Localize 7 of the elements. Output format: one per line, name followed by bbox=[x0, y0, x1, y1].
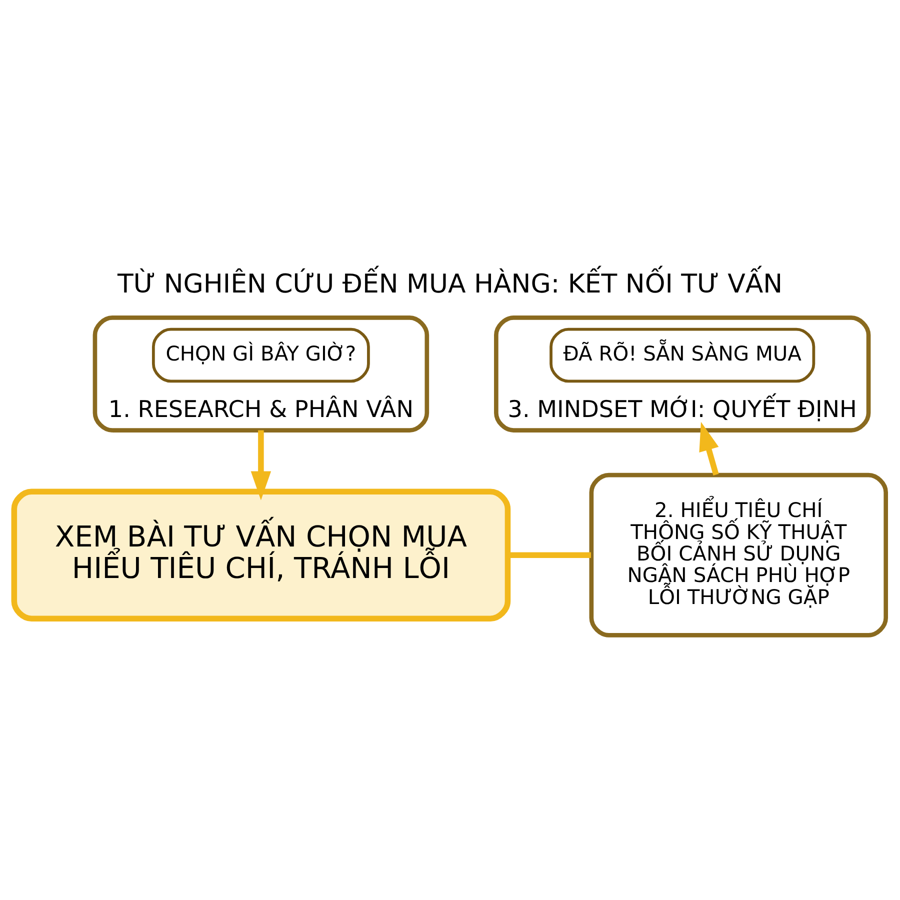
node-box: ĐÃ RÕ! SẴN SÀNG MUA bbox=[550, 327, 816, 382]
arrow bbox=[699, 421, 719, 475]
node-box: 2. HIỂU TIÊU CHÍ THÔNG SỐ KỸ THUẬT BỐI CẢNH SỬ DỤNG NGÂN SÁCH PHÙ HỢP LỖI THƯỜNG GẶP bbox=[589, 472, 888, 637]
arrow bbox=[250, 430, 272, 500]
node-box: XEM BÀI TƯ VẤN CHỌN MUA HIỂU TIÊU CHÍ, TRÁNH LỖI bbox=[11, 488, 511, 622]
node-box: CHỌN GÌ BÂY GIỜ? bbox=[152, 327, 370, 382]
connector bbox=[508, 552, 591, 558]
